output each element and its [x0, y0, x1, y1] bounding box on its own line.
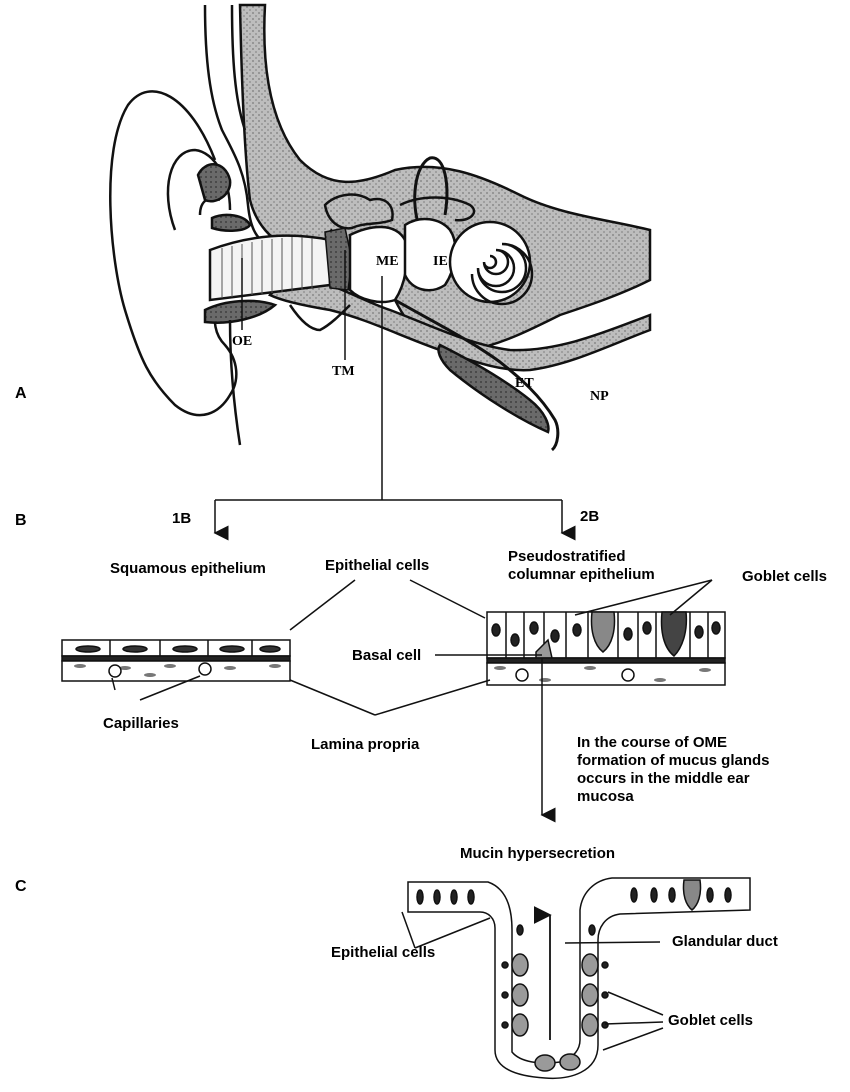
branch-label-2b: 2B: [580, 508, 600, 525]
label-epithelial-cells-b: Epithelial cells: [325, 557, 430, 574]
label-ie: IE: [433, 254, 448, 269]
panel-label-a: A: [15, 385, 27, 402]
label-capillaries: Capillaries: [103, 715, 179, 732]
ear-canal-wall: [203, 4, 271, 247]
label-mucin-hypersecretion: Mucin hypersecretion: [460, 845, 616, 862]
label-oe: OE: [232, 334, 253, 349]
goblet-cell-b1: [590, 611, 616, 653]
label-pseudostratified-2: columnar epithelium: [508, 566, 655, 583]
leader-lines-c: [401, 911, 664, 1051]
goblet-cell-b2: [660, 611, 688, 658]
lower-bone: [267, 273, 652, 372]
label-np: NP: [590, 389, 609, 404]
label-et: ET: [515, 376, 534, 391]
branch-label-1b: 1B: [172, 510, 192, 527]
leader-lines-a: [241, 250, 383, 500]
panel-label-c: C: [15, 878, 27, 895]
pseudostratified-epithelium-tissue: [486, 611, 726, 686]
label-goblet-cells-c: Goblet cells: [668, 1012, 754, 1029]
label-squamous-epithelium: Squamous epithelium: [110, 560, 266, 577]
label-basal-cell: Basal cell: [352, 647, 422, 664]
ear-cross-section: [109, 3, 652, 452]
label-glandular-duct: Glandular duct: [672, 933, 778, 950]
label-goblet-cells-b: Goblet cells: [742, 568, 828, 585]
label-lamina-propria: Lamina propria: [311, 736, 420, 753]
label-pseudostratified-1: Pseudostratified: [508, 548, 626, 565]
ome-note-line-1: In the course of OME: [577, 734, 728, 751]
semicircular-canal: [413, 156, 449, 231]
label-epithelial-cells-c: Epithelial cells: [331, 944, 436, 961]
branch-connector: [213, 499, 576, 541]
ome-note-line-2: formation of mucus glands: [577, 752, 770, 769]
mucus-gland: [407, 877, 751, 1080]
squamous-epithelium-tissue: [61, 639, 291, 682]
ome-note-line-4: mucosa: [577, 788, 634, 805]
gland-wall-left: [407, 877, 751, 1080]
leader-lines-b: [111, 579, 713, 823]
cochlea: [448, 220, 534, 306]
panel-label-b: B: [15, 512, 27, 529]
label-tm: TM: [332, 364, 355, 379]
label-me: ME: [376, 254, 399, 269]
eustachian-tube: [394, 298, 560, 452]
ossicles: [323, 193, 394, 230]
inner-ear: [403, 217, 457, 292]
ome-note-line-3: occurs in the middle ear: [577, 770, 750, 787]
